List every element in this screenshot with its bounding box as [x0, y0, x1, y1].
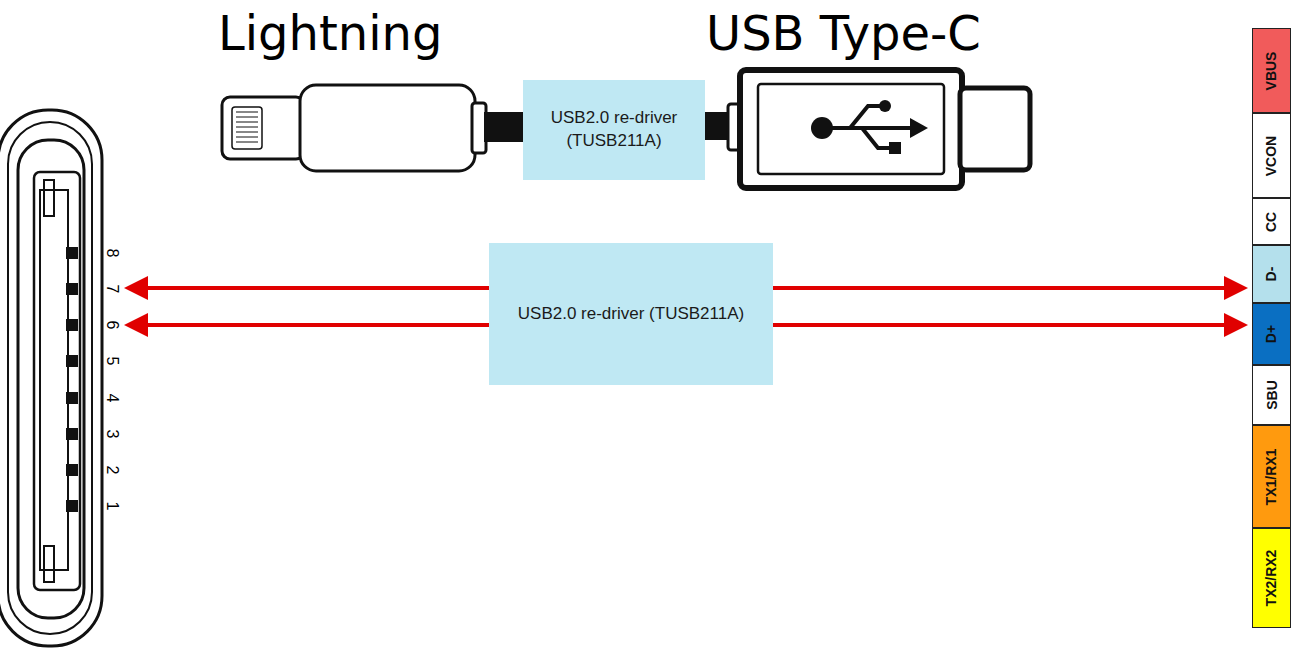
signal-name: D-: [1264, 267, 1280, 282]
usb-c-plug: [728, 70, 1030, 188]
receptacle-pins: [66, 247, 78, 512]
signal-name: CC: [1263, 211, 1279, 231]
redriver-box: USB2.0 re-driver (TUSB211A): [523, 80, 705, 180]
signal-name: TX1/RX1: [1264, 448, 1280, 505]
pin-number: 3: [104, 430, 120, 439]
box-label: USB2.0 re-driver (TUSB211A): [518, 303, 744, 326]
signal-band: CC: [1252, 198, 1291, 245]
connector-title: Lightning: [218, 6, 442, 61]
pin-wire: [128, 323, 489, 327]
signal-band: TX2/RX2: [1252, 528, 1291, 628]
signal-arrow: [773, 286, 1244, 290]
signal-band: D-: [1252, 245, 1291, 303]
redriver-box: USB2.0 re-driver (TUSB211A): [489, 243, 773, 385]
signal-band: VCON: [1252, 113, 1291, 198]
pin-number: 6: [104, 321, 120, 330]
pin-number: 8: [104, 249, 120, 258]
signal-band: TX1/RX1: [1252, 425, 1291, 528]
pin-number: 4: [104, 394, 120, 403]
pin-number: 5: [104, 357, 120, 366]
signal-name: VCON: [1264, 135, 1280, 175]
signal-band: VBUS: [1252, 28, 1291, 113]
usb-c-receptacle: [0, 110, 102, 646]
pin-wire: [128, 286, 489, 290]
connector-title: USB Type-C: [706, 6, 981, 61]
signal-band: SBU: [1252, 365, 1291, 425]
pin-number: 7: [104, 285, 120, 294]
signal-name: VBUS: [1264, 51, 1280, 90]
signal-arrow: [773, 323, 1244, 327]
pin-number: 2: [104, 466, 120, 475]
pin-number: 1: [104, 502, 120, 511]
box-label: USB2.0 re-driver (TUSB211A): [537, 107, 691, 153]
lightning-plug: [222, 85, 486, 171]
signal-band: D+: [1252, 303, 1291, 365]
signal-name: SBU: [1264, 380, 1280, 410]
cable: [484, 112, 524, 142]
signal-name: D+: [1263, 325, 1279, 343]
signal-name: TX2/RX2: [1264, 550, 1280, 607]
